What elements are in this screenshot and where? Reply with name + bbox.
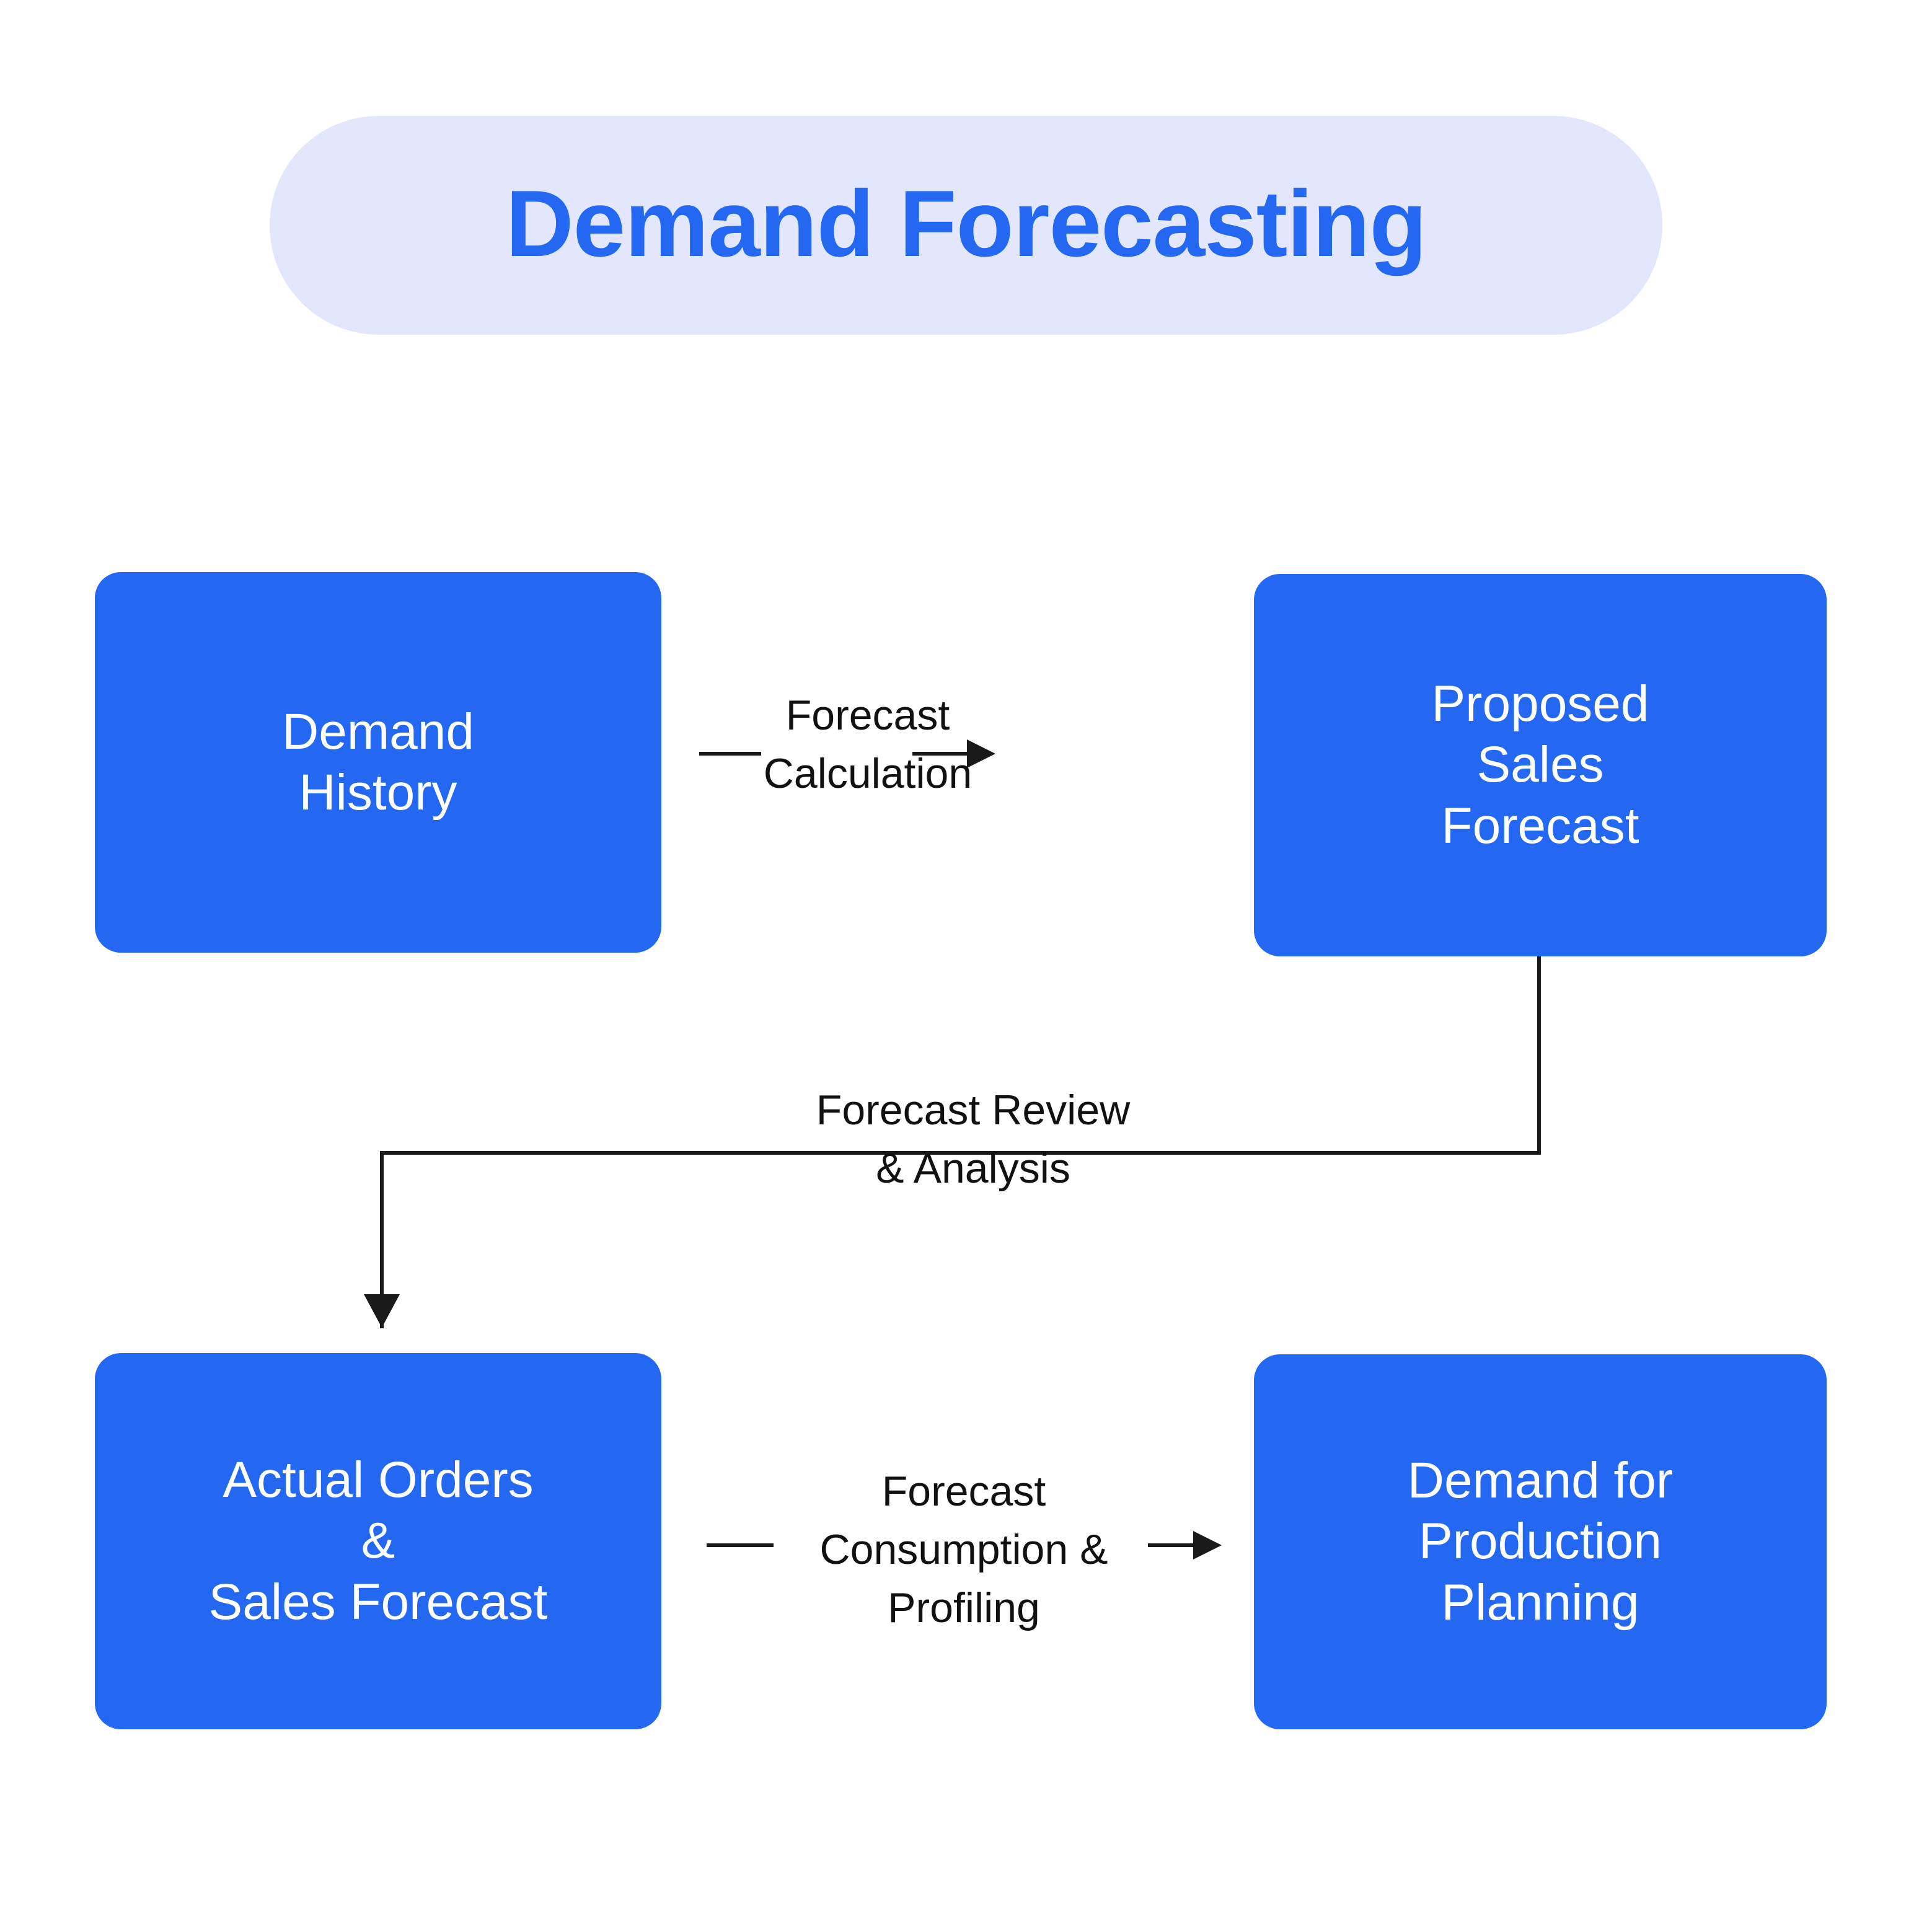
edge-label-forecast-calculation: Forecast Calculation	[763, 692, 973, 797]
node-proposed-sales-forecast-label: Proposed Sales Forecast	[1431, 675, 1649, 854]
node-actual-orders-sales-forecast[interactable]: Actual Orders & Sales Forecast	[95, 1353, 661, 1729]
node-actual-orders-sales-forecast-label: Actual Orders & Sales Forecast	[208, 1451, 548, 1630]
node-proposed-sales-forecast[interactable]: Proposed Sales Forecast	[1254, 574, 1827, 956]
connector-forecast-review-vertical-left	[380, 1151, 384, 1328]
title-banner: Demand Forecasting	[270, 116, 1662, 335]
connector-forecast-calculation-stub	[699, 752, 761, 756]
edge-label-forecast-consumption: Forecast Consumption & Profiling	[819, 1468, 1108, 1631]
arrow-down-icon-forecast-review	[364, 1294, 400, 1328]
connector-forecast-review-vertical-right	[1537, 956, 1541, 1155]
arrow-right-icon-forecast-consumption	[1193, 1531, 1222, 1559]
connector-forecast-review-horizontal	[380, 1151, 1541, 1155]
node-demand-for-production-planning-label: Demand for Production Planning	[1407, 1452, 1674, 1631]
node-demand-history-label: Demand History	[282, 703, 474, 821]
node-demand-history[interactable]: Demand History	[95, 572, 661, 953]
page-title: Demand Forecasting	[505, 170, 1427, 276]
edge-label-forecast-review: Forecast Review & Analysis	[816, 1087, 1131, 1192]
connector-forecast-consumption-stub	[707, 1543, 774, 1547]
connector-forecast-consumption-line	[1148, 1543, 1196, 1547]
arrow-right-icon-forecast-calculation	[967, 739, 995, 768]
connector-forecast-calculation-line	[912, 752, 971, 756]
node-demand-for-production-planning[interactable]: Demand for Production Planning	[1254, 1354, 1827, 1729]
